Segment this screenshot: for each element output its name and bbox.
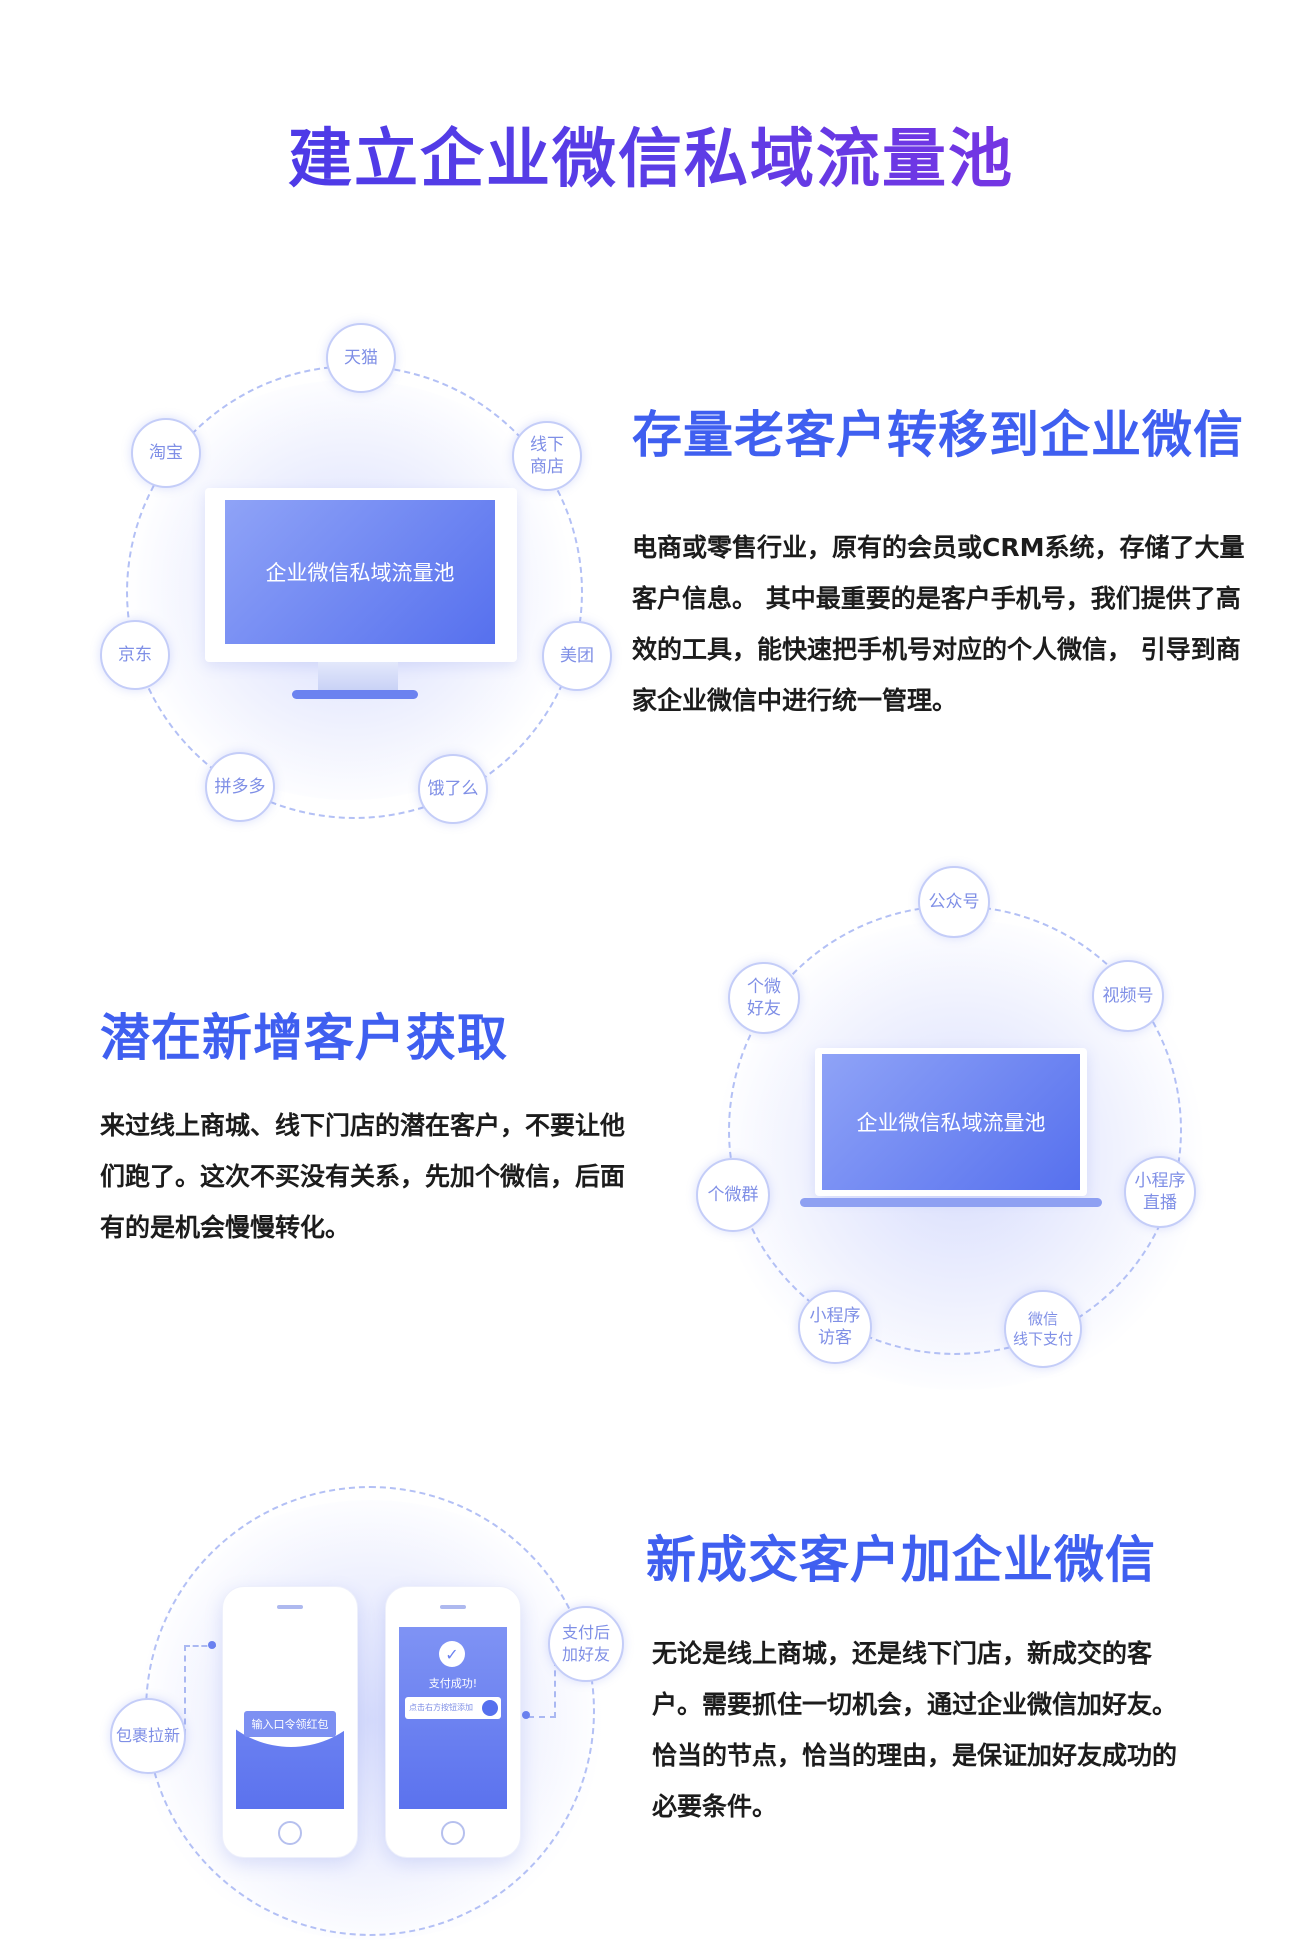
phone-speaker: [277, 1605, 303, 1609]
section2-title: 潜在新增客户获取: [100, 1009, 508, 1067]
laptop-base: [800, 1198, 1102, 1207]
node-wechat-offline-pay: 微信线下支付: [1004, 1290, 1082, 1368]
connector-line: [528, 1660, 556, 1718]
page-title: 建立企业微信私域流量池: [0, 108, 1302, 200]
monitor-screen-label: 企业微信私域流量池: [265, 561, 455, 585]
phone-screen: ✓ 支付成功! 点击右方按钮添加: [399, 1627, 507, 1809]
node-channels: 视频号: [1092, 960, 1164, 1032]
section1-body: 电商或零售行业，原有的会员或CRM系统，存储了大量客户信息。 其中最重要的是客户…: [632, 533, 1245, 715]
phone-home-button: [278, 1821, 302, 1845]
phone-speaker: [440, 1605, 466, 1609]
section1-title: 存量老客户转移到企业微信: [632, 406, 1244, 464]
node-meituan: 美团: [542, 621, 612, 691]
node-offline-store: 线下商店: [512, 421, 582, 491]
node-package-promo: 包裹拉新: [110, 1698, 186, 1774]
monitor-screen: 企业微信私域流量池: [225, 500, 495, 644]
node-wechat-friends: 个微好友: [728, 962, 800, 1034]
phone-home-button: [441, 1821, 465, 1845]
node-wechat-group: 个微群: [696, 1158, 770, 1232]
section3-body: 无论是线上商城，还是线下门店，新成交的客户。需要抓住一切机会，通过企业微信加好友…: [652, 1639, 1178, 1821]
node-pay-then-add: 支付后加好友: [548, 1606, 624, 1682]
node-tmall: 天猫: [326, 323, 396, 393]
connector-line: [184, 1645, 216, 1735]
monitor-stand: [292, 690, 418, 699]
node-taobao: 淘宝: [131, 418, 201, 488]
node-miniprogram-visitor: 小程序访客: [798, 1290, 872, 1364]
section2-body: 来过线上商城、线下门店的潜在客户，不要让他们跑了。这次不买没有关系，先加个微信，…: [100, 1111, 626, 1242]
chat-bubble-icon[interactable]: [482, 1700, 498, 1716]
monitor-neck: [318, 662, 398, 690]
connector-dot: [522, 1711, 530, 1719]
add-friend-field-text: 点击右方按钮添加: [409, 1703, 473, 1712]
node-miniprogram-live: 小程序直播: [1124, 1156, 1196, 1228]
phone-screen: 输入口令领红包: [236, 1627, 344, 1809]
add-friend-field[interactable]: 点击右方按钮添加: [405, 1697, 501, 1719]
payment-status: 支付成功!: [428, 1677, 478, 1690]
node-official-account: 公众号: [918, 866, 990, 938]
connector-dot: [208, 1641, 216, 1649]
phone-payment-success: ✓ 支付成功! 点击右方按钮添加: [385, 1586, 521, 1858]
phone-redpacket: 输入口令领红包: [222, 1586, 358, 1858]
node-eleme: 饿了么: [418, 754, 488, 824]
node-jd: 京东: [100, 620, 170, 690]
section3-title: 新成交客户加企业微信: [646, 1531, 1156, 1589]
check-icon: ✓: [439, 1641, 465, 1667]
node-pinduoduo: 拼多多: [205, 752, 275, 822]
redpacket-button[interactable]: 输入口令领红包: [244, 1711, 336, 1737]
laptop-screen-label: 企业微信私域流量池: [856, 1111, 1046, 1135]
laptop-screen: 企业微信私域流量池: [822, 1054, 1080, 1190]
